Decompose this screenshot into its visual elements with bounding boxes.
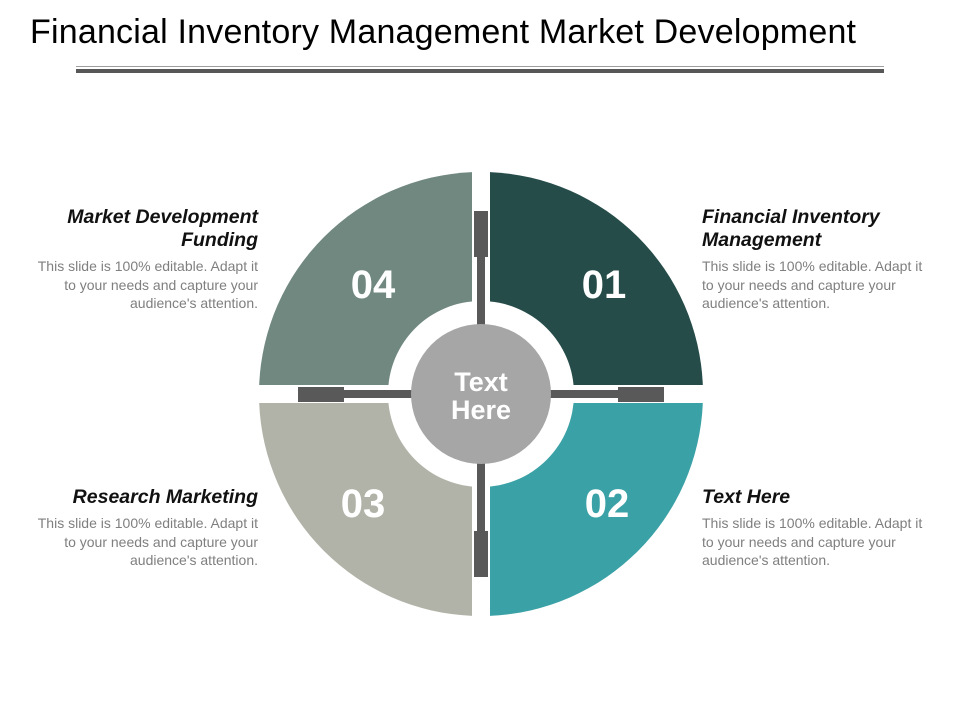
callout-body[interactable]: This slide is 100% editable. Adapt it to… [702,515,923,568]
center-circle[interactable] [411,324,551,464]
segment-01-number: 01 [582,263,627,307]
connector-left-thin [344,390,412,398]
connector-top-thick [474,211,488,257]
underline-thin-line [76,66,884,67]
underline-thick-line [76,69,884,73]
connector-right-thin [550,390,618,398]
connector-left-thick [298,387,344,402]
callout-heading[interactable]: Market Development Funding [67,206,258,251]
center-text-line2[interactable]: Here [451,395,511,425]
callout-heading[interactable]: Text Here [702,486,791,508]
callout-body[interactable]: This slide is 100% editable. Adapt it to… [37,515,258,568]
slide-title[interactable]: Financial Inventory Management Market De… [30,13,857,51]
connector-bottom-thick [474,531,488,577]
segment-02-number: 02 [585,482,630,526]
title-underline [76,66,884,73]
callout-segment-02: Text Here This slide is 100% editable. A… [702,486,926,570]
segment-03-number: 03 [341,482,386,526]
connector-top-thin [477,257,485,325]
callout-heading[interactable]: Financial Inventory Management [702,206,880,251]
callout-heading[interactable]: Research Marketing [72,486,258,508]
center-text-line1[interactable]: Text [454,367,508,397]
callout-segment-01: Financial Inventory Management This slid… [702,206,926,313]
callout-segment-04: Market Development Funding This slide is… [34,206,258,313]
segment-04-number: 04 [351,263,396,307]
quadrant-diagram: 04 01 03 02 Text Here [259,172,703,616]
callout-body[interactable]: This slide is 100% editable. Adapt it to… [37,258,258,311]
connector-bottom-thin [477,463,485,531]
connector-right-thick [618,387,664,402]
callout-segment-03: Research Marketing This slide is 100% ed… [34,486,258,570]
callout-body[interactable]: This slide is 100% editable. Adapt it to… [702,258,923,311]
